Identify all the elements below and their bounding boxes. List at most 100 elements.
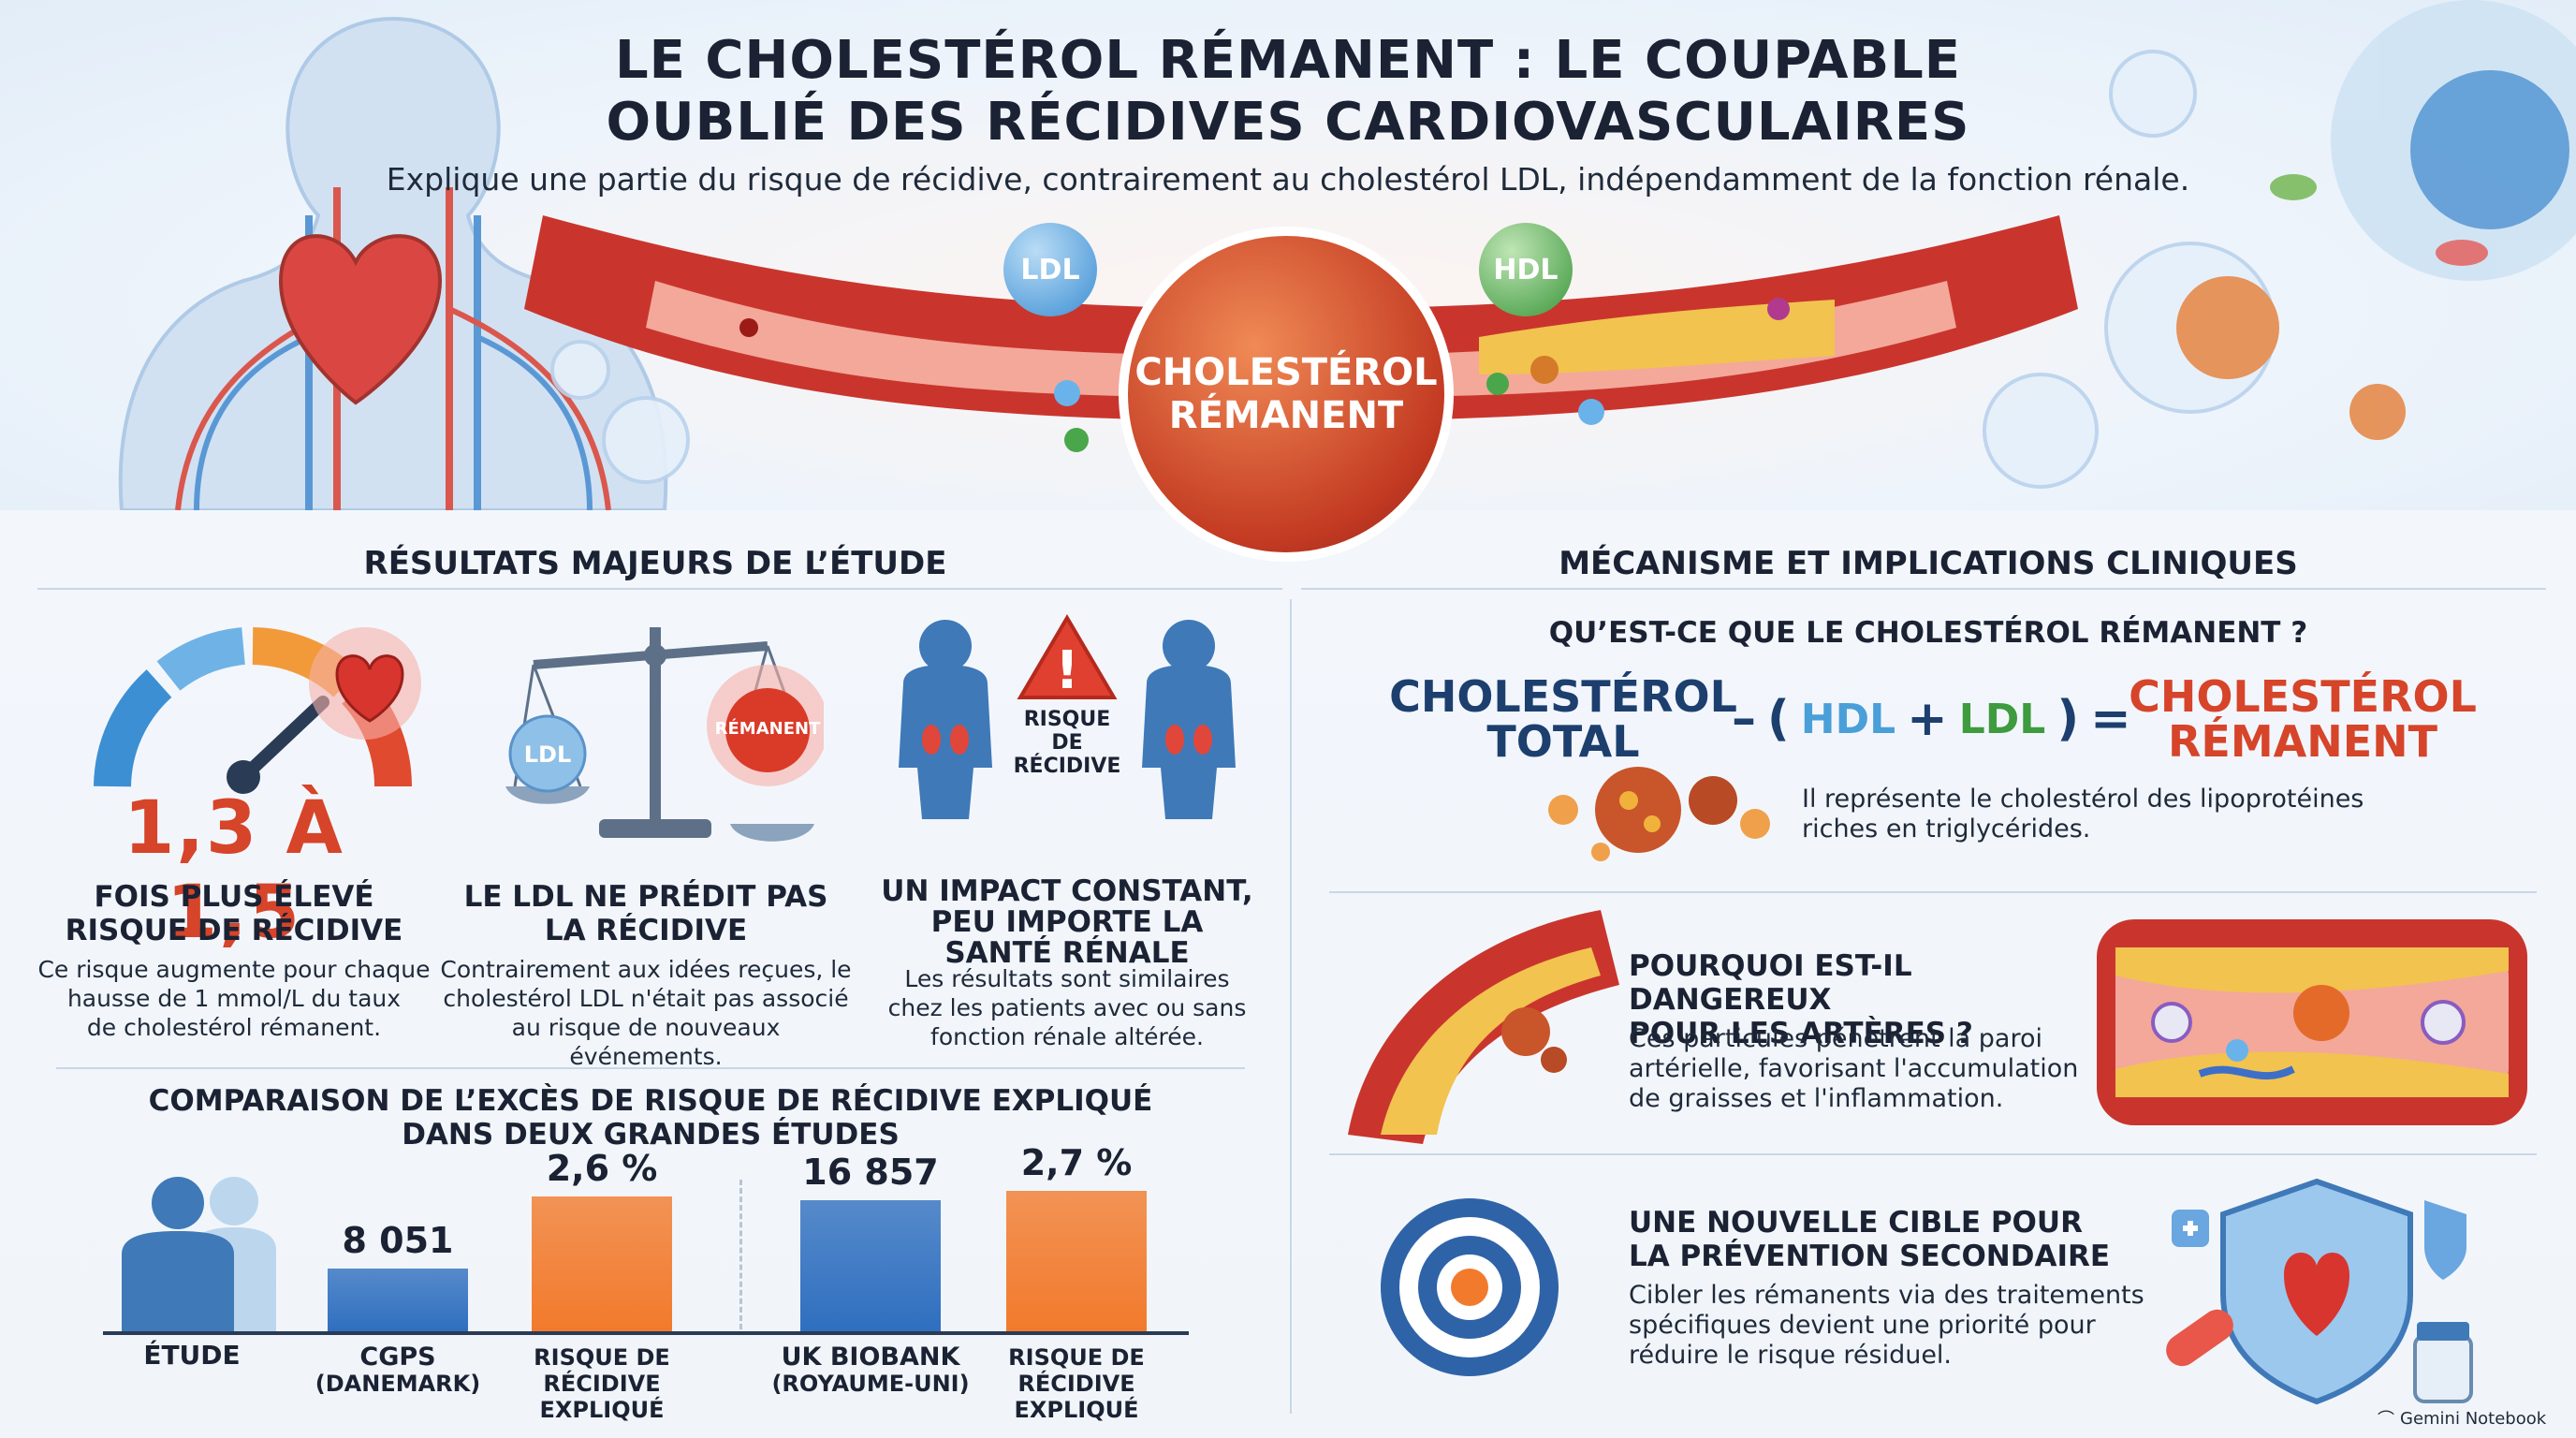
scale-ldl-label: LDL	[523, 741, 572, 768]
page-subtitle: Explique une partie du risque de récidiv…	[386, 161, 2190, 198]
card2-text: Contrairement aux idées reçues, le chole…	[440, 955, 852, 1071]
ldl-bubble: LDL	[1003, 223, 1097, 316]
what-is-question: QU’EST-CE QUE LE CHOLESTÉROL RÉMANENT ?	[1548, 616, 2308, 650]
bar-category-line: EXPLIQUÉ	[539, 1397, 665, 1423]
bar-value-label: 8 051	[342, 1220, 454, 1262]
target-icon	[1381, 1198, 1559, 1376]
eq-remnant-line-2: RÉMANENT	[2167, 716, 2438, 767]
target-text: Cibler les rémanents via des traitements…	[1629, 1281, 2153, 1371]
card3-heading-line-2: PEU IMPORTE LA	[930, 905, 1204, 939]
chart-baseline	[103, 1331, 1189, 1335]
card3-heading-line-3: SANTÉ RÉNALE	[944, 936, 1190, 970]
card3-heading-line-1: UN IMPACT CONSTANT,	[881, 874, 1253, 908]
why-text: Ces particules pénètrent la paroi artéri…	[1629, 1024, 2115, 1114]
card3-text-line-3: fonction rénale altérée.	[930, 1023, 1204, 1050]
bar-value-label: 2,7 %	[1020, 1142, 1133, 1183]
why-text-line-3: de graisses et l'inflammation.	[1629, 1084, 2004, 1113]
center-divider	[1290, 599, 1292, 1414]
chart-dashed-separator	[739, 1180, 742, 1329]
comparison-bar	[532, 1196, 672, 1331]
eq-close-paren: )	[2056, 691, 2080, 747]
eq-plus: +	[1907, 691, 1948, 747]
study-person-icon	[122, 1177, 276, 1334]
comparison-bar	[800, 1200, 941, 1331]
hero-illustration	[118, 0, 2576, 510]
card3-heading: UN IMPACT CONSTANT, PEU IMPORTE LA SANTÉ…	[861, 876, 1273, 969]
svg-text:!: !	[1055, 640, 1079, 701]
bar-category-line: UK BIOBANK	[781, 1343, 960, 1372]
why-heading-line-2: POUR LES ARTÈRES ?	[1629, 1017, 1973, 1050]
eq-hdl: HDL	[1800, 695, 1896, 743]
bar-category-label: CGPS(DANEMARK)	[281, 1343, 515, 1398]
card2-heading: LE LDL NE PRÉDIT PAS LA RÉCIDIVE	[449, 880, 842, 947]
bar-category-line: EXPLIQUÉ	[1014, 1397, 1139, 1423]
eq-remnant-line-1: CHOLESTÉROL	[2129, 671, 2477, 722]
card2-text-line-1: Contrairement aux idées reçues, le	[440, 956, 852, 983]
center-label-line-1: CHOLESTÉROL	[1134, 351, 1438, 394]
card1-text-line-3: de cholestérol rémanent.	[86, 1014, 382, 1041]
bar-category-line: (DANEMARK)	[315, 1371, 481, 1397]
eq-ldl: LDL	[1958, 695, 2046, 743]
human-torso-icon	[118, 16, 668, 510]
what-is-description: Il représente le cholestérol des lipopro…	[1802, 785, 2457, 844]
target-text-line-2: spécifiques devient une priorité pour	[1629, 1311, 2096, 1340]
title-line-1: LE CHOLESTÉROL RÉMANENT : LE COUPABLE	[614, 30, 1962, 91]
comparison-title-line-2: DANS DEUX GRANDES ÉTUDES	[402, 1118, 900, 1152]
why-text-line-1: Ces particules pénètrent la paroi	[1629, 1024, 2043, 1053]
remnant-cholesterol-bubble: CHOLESTÉROL RÉMANENT	[1119, 227, 1454, 562]
risk-gauge-icon	[94, 627, 421, 794]
bar-category-line: RISQUE DE	[534, 1344, 670, 1371]
etude-label: ÉTUDE	[143, 1340, 241, 1371]
target-text-line-3: réduire le risque résiduel.	[1629, 1341, 1953, 1370]
bar-category-line: RÉCIDIVE	[1017, 1371, 1135, 1397]
target-text-line-1: Cibler les rémanents via des traitements	[1629, 1281, 2144, 1310]
scale-remnant-label: RÉMANENT	[714, 719, 821, 739]
comparison-title: COMPARAISON DE L’EXCÈS DE RISQUE DE RÉCI…	[56, 1084, 1245, 1152]
bar-category-label: UK BIOBANK(ROYAUME-UNI)	[754, 1343, 988, 1398]
bar-value-label: 2,6 %	[546, 1147, 658, 1189]
balance-scale-icon	[505, 627, 824, 842]
cells-illustration	[550, 0, 2576, 489]
card1-heading-line-2: RISQUE DE RÉCIDIVE	[65, 914, 403, 947]
why-heading-line-1: POURQUOI EST-IL DANGEREUX	[1629, 949, 1912, 1017]
card1-text: Ce risque augmente pour chaque hausse de…	[37, 955, 431, 1042]
card3-text-line-2: chez les patients avec ou sans	[887, 994, 1247, 1021]
artery-wall-left-icon	[1348, 910, 1619, 1144]
eq-total-line-2: TOTAL	[1486, 716, 1640, 767]
right-section-title: MÉCANISME ET IMPLICATIONS CLINIQUES	[1559, 545, 2298, 582]
title-line-2: OUBLIÉ DES RÉCIDIVES CARDIOVASCULAIRES	[606, 92, 1970, 153]
bar-category-line: RÉCIDIVE	[543, 1371, 661, 1397]
eq-equals: =	[2090, 691, 2131, 747]
right-divider-2	[1329, 1153, 2537, 1155]
eq-total-line-1: CHOLESTÉROL	[1389, 671, 1737, 722]
patients-kidney-icon: !	[899, 614, 1236, 819]
brand-footer: ⌒ Gemini Notebook	[2378, 1406, 2565, 1431]
target-heading: UNE NOUVELLE CIBLE POUR LA PRÉVENTION SE…	[1629, 1206, 2153, 1273]
comparison-title-line-1: COMPARAISON DE L’EXCÈS DE RISQUE DE RÉCI…	[148, 1084, 1153, 1118]
gemini-logo-icon: ⌒	[2378, 1410, 2394, 1430]
warning-line-1: RISQUE	[1023, 708, 1111, 731]
card3-text-line-1: Les résultats sont similaires	[904, 965, 1230, 992]
what-desc-line-2: riches en triglycérides.	[1802, 814, 2091, 844]
brand-name: Gemini Notebook	[2400, 1408, 2547, 1429]
page-title: LE CHOLESTÉROL RÉMANENT : LE COUPABLE OU…	[0, 30, 2576, 154]
hdl-bubble: HDL	[1479, 223, 1573, 316]
target-heading-line-2: LA PRÉVENTION SECONDAIRE	[1629, 1240, 2111, 1273]
heart-shield-icon	[2166, 1178, 2473, 1405]
right-divider-1	[1329, 891, 2537, 893]
artery-inflammation-icon	[2097, 919, 2527, 1125]
target-heading-line-1: UNE NOUVELLE CIBLE POUR	[1629, 1206, 2083, 1240]
left-mid-divider	[56, 1067, 1245, 1069]
eq-remnant: CHOLESTÉROL RÉMANENT	[2115, 674, 2490, 764]
lipoprotein-particles-icon	[1548, 767, 1770, 861]
card2-heading-line-2: LA RÉCIDIVE	[544, 914, 748, 947]
bar-category-line: (ROYAUME-UNI)	[771, 1371, 970, 1397]
risk-multiplier-value: 1,3 À 1,5	[124, 786, 344, 955]
card1-text-line-2: hausse de 1 mmol/L du taux	[66, 985, 402, 1012]
bar-category-line: CGPS	[359, 1343, 436, 1372]
comparison-bar	[1006, 1191, 1147, 1331]
bar-value-label: 16 857	[802, 1152, 939, 1193]
center-label-line-2: RÉMANENT	[1168, 394, 1404, 437]
eq-minus: –	[1732, 691, 1756, 747]
